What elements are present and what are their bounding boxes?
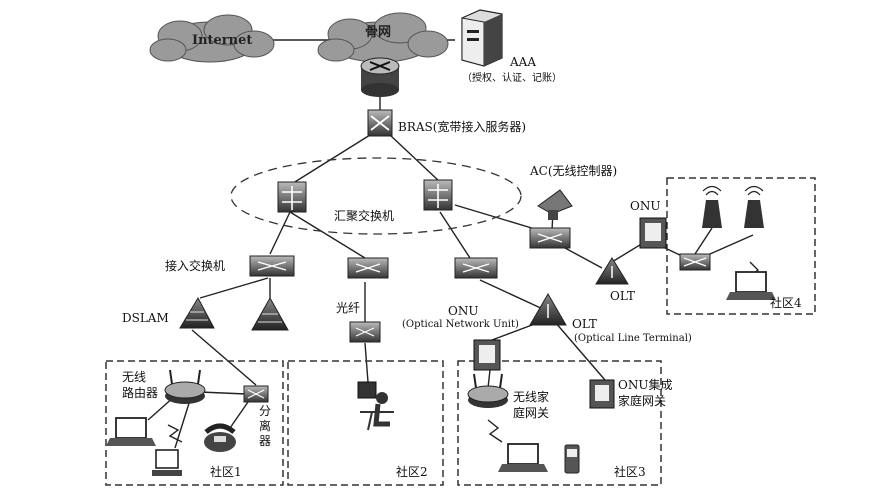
ac-switch-icon xyxy=(529,227,571,249)
aaa-server-icon xyxy=(461,9,503,67)
onu-integrated-gateway-label: ONU集成 家庭网关 xyxy=(618,378,673,408)
wireless-link-icon xyxy=(167,424,183,443)
access-switch-icon xyxy=(249,255,295,277)
aggregation-ring xyxy=(230,157,522,235)
community-2-box xyxy=(287,360,444,486)
ac-label: AC(无线控制器) xyxy=(530,164,618,178)
bras-switch-icon xyxy=(367,109,393,137)
onu-center-desc-label: (Optical Network Unit) xyxy=(402,319,519,330)
fiber-switch-icon xyxy=(347,257,389,279)
aaa-desc-label: （授权、认证、记账） xyxy=(462,73,562,84)
center-switch-icon xyxy=(454,257,498,279)
telephone-icon xyxy=(204,423,236,452)
community-1-box xyxy=(105,360,284,486)
wireless-home-gateway-label: 无线家 庭网关 xyxy=(513,390,550,420)
dslam-label: DSLAM xyxy=(122,311,169,325)
laptop-c3-icon xyxy=(498,443,548,472)
wireless-router-label: 无线 路由器 xyxy=(122,370,159,400)
aggregation-switch-left-icon xyxy=(277,181,307,213)
bras-label: BRAS(宽带接入服务器) xyxy=(398,120,527,134)
wireless-link-icon xyxy=(487,419,503,443)
wireless-router-icon xyxy=(164,369,206,404)
onu-center-label: ONU xyxy=(448,304,479,318)
community-3-label: 社区3 xyxy=(614,465,646,479)
laptop-c4-icon xyxy=(726,271,776,300)
onu-right-icon xyxy=(639,217,667,249)
community-4-label: 社区4 xyxy=(770,296,802,310)
olt-center-icon xyxy=(529,293,567,326)
access-point-left-icon xyxy=(702,185,722,228)
aggregation-switch-label: 汇聚交换机 xyxy=(334,209,395,223)
aaa-label: AAA xyxy=(510,55,536,69)
ac-controller-icon xyxy=(537,189,573,220)
community-1-label: 社区1 xyxy=(210,465,242,479)
core-router-icon xyxy=(360,57,400,97)
laptop-c1-icon xyxy=(106,417,156,446)
backbone-label: 骨网 xyxy=(365,25,392,40)
olt-center-label: OLT xyxy=(572,317,597,331)
community-3-box xyxy=(457,360,662,486)
onu-right-label: ONU xyxy=(630,199,661,213)
splitter-device-icon xyxy=(243,385,269,403)
community-4-box xyxy=(666,177,816,315)
access-point-right-icon xyxy=(744,185,764,228)
internet-cloud-icon xyxy=(149,14,275,63)
dslam-left-icon xyxy=(179,296,215,329)
onu-integrated-gateway-icon xyxy=(589,379,615,409)
backbone-cloud-icon xyxy=(317,12,449,63)
internet-label: Internet xyxy=(192,33,253,48)
splitter-label: 分 离 器 xyxy=(259,404,272,448)
fiber-splitter-icon xyxy=(349,321,381,343)
desktop-pc-icon xyxy=(152,449,182,476)
onu-center-icon xyxy=(473,339,501,371)
community-2-label: 社区2 xyxy=(396,465,428,479)
aggregation-switch-right-icon xyxy=(423,179,453,211)
olt-center-desc-label: (Optical Line Terminal) xyxy=(574,333,692,344)
user-at-computer-icon xyxy=(357,381,394,431)
fiber-label: 光纤 xyxy=(336,301,361,315)
wireless-home-gateway-icon xyxy=(467,373,509,408)
olt-right-label: OLT xyxy=(610,289,635,303)
community-4-switch-icon xyxy=(679,253,711,271)
dslam-right-icon xyxy=(251,296,289,331)
olt-right-icon xyxy=(595,257,629,285)
mobile-phone-icon xyxy=(564,444,580,474)
access-switch-label: 接入交换机 xyxy=(165,259,226,273)
